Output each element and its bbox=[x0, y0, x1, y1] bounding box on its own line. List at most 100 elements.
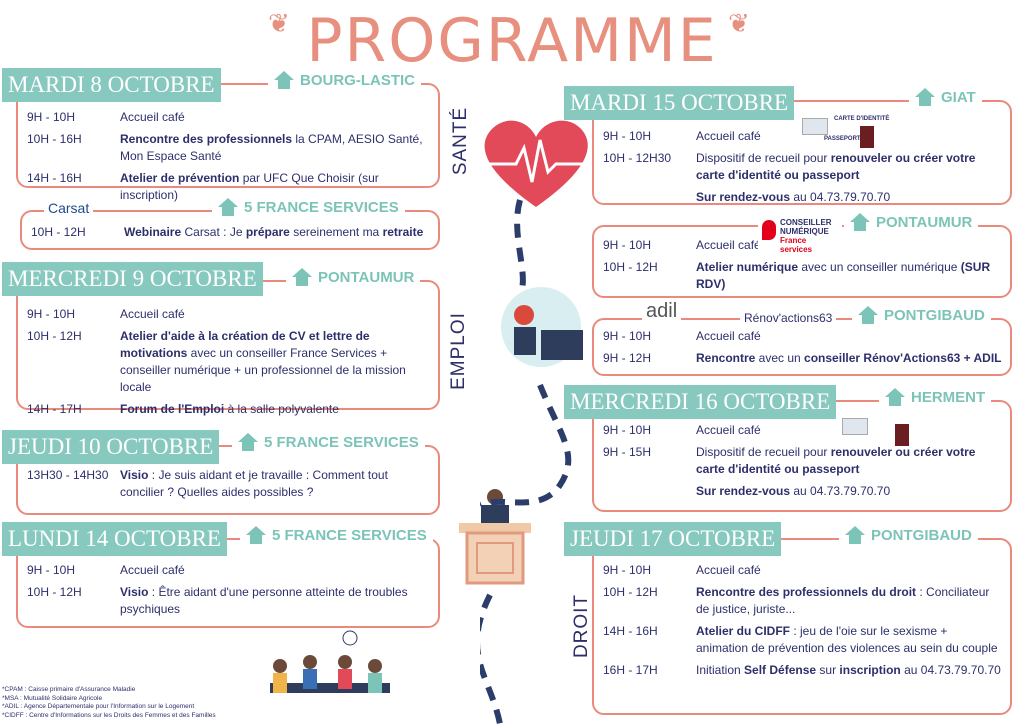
house-icon bbox=[845, 526, 865, 544]
category-label-sante: SANTÉ bbox=[450, 106, 472, 176]
day-header: JEUDI 10 OCTOBRE bbox=[2, 430, 220, 464]
time-slot: 10H - 12H bbox=[603, 260, 658, 274]
activity-text-part: Visio bbox=[120, 585, 149, 599]
location-label: PONTAUMUR bbox=[844, 213, 979, 231]
time-slot: 10H - 12H30 bbox=[603, 151, 672, 165]
time-slot: 10H - 12H bbox=[27, 585, 82, 599]
schedule-row: 10H - 12H30 Dispositif de recueil pour re… bbox=[603, 150, 1002, 184]
schedule-row: Sur rendez-vous au 04.73.79.70.70 bbox=[603, 483, 1002, 500]
activity-text-part: Accueil café bbox=[696, 423, 761, 437]
footnote: *MSA : Mutualité Solidaire Agricole bbox=[2, 694, 103, 702]
location-label: GIAT bbox=[909, 88, 982, 106]
time-slot: 10H - 12H bbox=[27, 329, 82, 343]
activity-text: Accueil café bbox=[120, 562, 430, 579]
office-worker-illustration-icon bbox=[501, 287, 583, 367]
activity-text-part: inscription bbox=[839, 663, 901, 677]
activity-text: Initiation Self Défense sur inscription … bbox=[696, 662, 1002, 679]
location-name: PONTAUMUR bbox=[876, 213, 973, 231]
time-slot: 14H - 17H bbox=[27, 402, 82, 416]
passport-icon bbox=[895, 424, 909, 446]
activity-text-part: sereinement ma bbox=[289, 225, 383, 239]
activity-text-part: : Être aidant d'une personne atteinte de… bbox=[120, 585, 408, 616]
activity-text-part: prépare bbox=[245, 225, 290, 239]
activity-text: Sur rendez-vous au 04.73.79.70.70 bbox=[696, 483, 1002, 500]
time-slot: 9H - 15H bbox=[603, 445, 652, 459]
activity-text-part: au 04.73.79.70.70 bbox=[900, 663, 1001, 677]
activity-text-part: la CPAM, AESIO Santé, Mon Espace Santé bbox=[120, 132, 423, 163]
time-slot: 9H - 12H bbox=[603, 351, 652, 365]
leaf-decoration-icon: ❦ bbox=[728, 8, 750, 38]
footnote: *CPAM : Caisse primaire d'Assurance Mala… bbox=[2, 686, 136, 693]
activity-text-part: sur bbox=[816, 663, 840, 677]
france-services-text: France services bbox=[780, 236, 813, 254]
time-slot: 9H - 10H bbox=[27, 110, 76, 124]
activity-text-part: renouveler ou créer votre carte d'identi… bbox=[696, 445, 976, 476]
location-name: GIAT bbox=[941, 88, 976, 106]
activity-text-part: Sur rendez-vous bbox=[696, 190, 791, 204]
activity-text-part: Accueil café bbox=[120, 563, 185, 577]
activity-text-part: Accueil café bbox=[696, 238, 761, 252]
id-card-label: CARTE D'IDENTITÉ bbox=[834, 116, 890, 122]
location-name: 5 FRANCE SERVICES bbox=[272, 526, 427, 544]
passport-label: PASSEPORT bbox=[824, 136, 861, 142]
time-slot bbox=[603, 483, 696, 500]
heart-icon bbox=[484, 120, 588, 207]
judge-illustration-icon bbox=[459, 489, 531, 585]
activity-text-part: : Je suis aidant et je travaille : Comme… bbox=[120, 468, 388, 499]
activity-text: Accueil café bbox=[120, 306, 430, 323]
renovactions-logo: Rénov'actions63 bbox=[740, 311, 837, 325]
activity-text-part: au 04.73.79.70.70 bbox=[790, 190, 891, 204]
location-name: BOURG-LASTIC bbox=[300, 71, 415, 89]
activity-text: Dispositif de recueil pour renouveler ou… bbox=[696, 150, 1002, 184]
location-label: 5 FRANCE SERVICES bbox=[240, 526, 433, 544]
time-slot: 9H - 10H bbox=[603, 238, 652, 252]
activity-text-part: par UFC Que Choisir (sur inscription) bbox=[120, 171, 379, 202]
time-slot: 9H - 10H bbox=[27, 307, 76, 321]
time-slot: 13H30 - 14H30 bbox=[27, 468, 109, 482]
house-icon bbox=[274, 71, 294, 89]
activity-text-part: Atelier d'aide à la création de CV et le… bbox=[120, 329, 370, 360]
activity-text-part: Rencontre des professionnels bbox=[120, 132, 293, 146]
day-header: JEUDI 17 OCTOBRE bbox=[564, 522, 782, 556]
activity-text-part: Accueil café bbox=[696, 129, 761, 143]
activity-text-part: Accueil café bbox=[120, 110, 185, 124]
category-label-emploi: EMPLOI bbox=[447, 312, 469, 390]
activity-text-part: avec un conseiller France Services + con… bbox=[120, 346, 406, 394]
house-icon bbox=[915, 88, 935, 106]
location-label: HERMENT bbox=[879, 388, 992, 406]
leaf-decoration-icon: ❦ bbox=[268, 8, 290, 38]
timeline-dashed-path bbox=[480, 199, 572, 724]
house-icon bbox=[246, 526, 266, 544]
activity-text-part: Forum de l'Emploi bbox=[120, 402, 225, 416]
time-slot: 10H - 12H bbox=[603, 585, 658, 599]
location-name: 5 FRANCE SERVICES bbox=[244, 198, 399, 216]
schedule-row: 9H - 10H Accueil café bbox=[27, 306, 430, 323]
activity-text-part: Initiation bbox=[696, 663, 745, 677]
schedule-row: 10H - 12H Atelier d'aide à la création de… bbox=[27, 328, 430, 396]
activity-text-part: Atelier du CIDFF bbox=[696, 624, 791, 638]
activity-text: Visio : Être aidant d'une personne attei… bbox=[120, 584, 430, 618]
house-icon bbox=[238, 433, 258, 451]
category-label-droit: DROIT bbox=[571, 593, 593, 659]
location-name: PONTGIBAUD bbox=[871, 526, 972, 544]
activity-text-part: conseiller Rénov'Actions63 + ADIL bbox=[804, 351, 1002, 365]
activity-text-part: Self Défense bbox=[744, 663, 817, 677]
activity-text-part: Visio bbox=[120, 468, 149, 482]
time-slot: 14H - 16H bbox=[27, 171, 82, 185]
house-icon bbox=[292, 268, 312, 286]
